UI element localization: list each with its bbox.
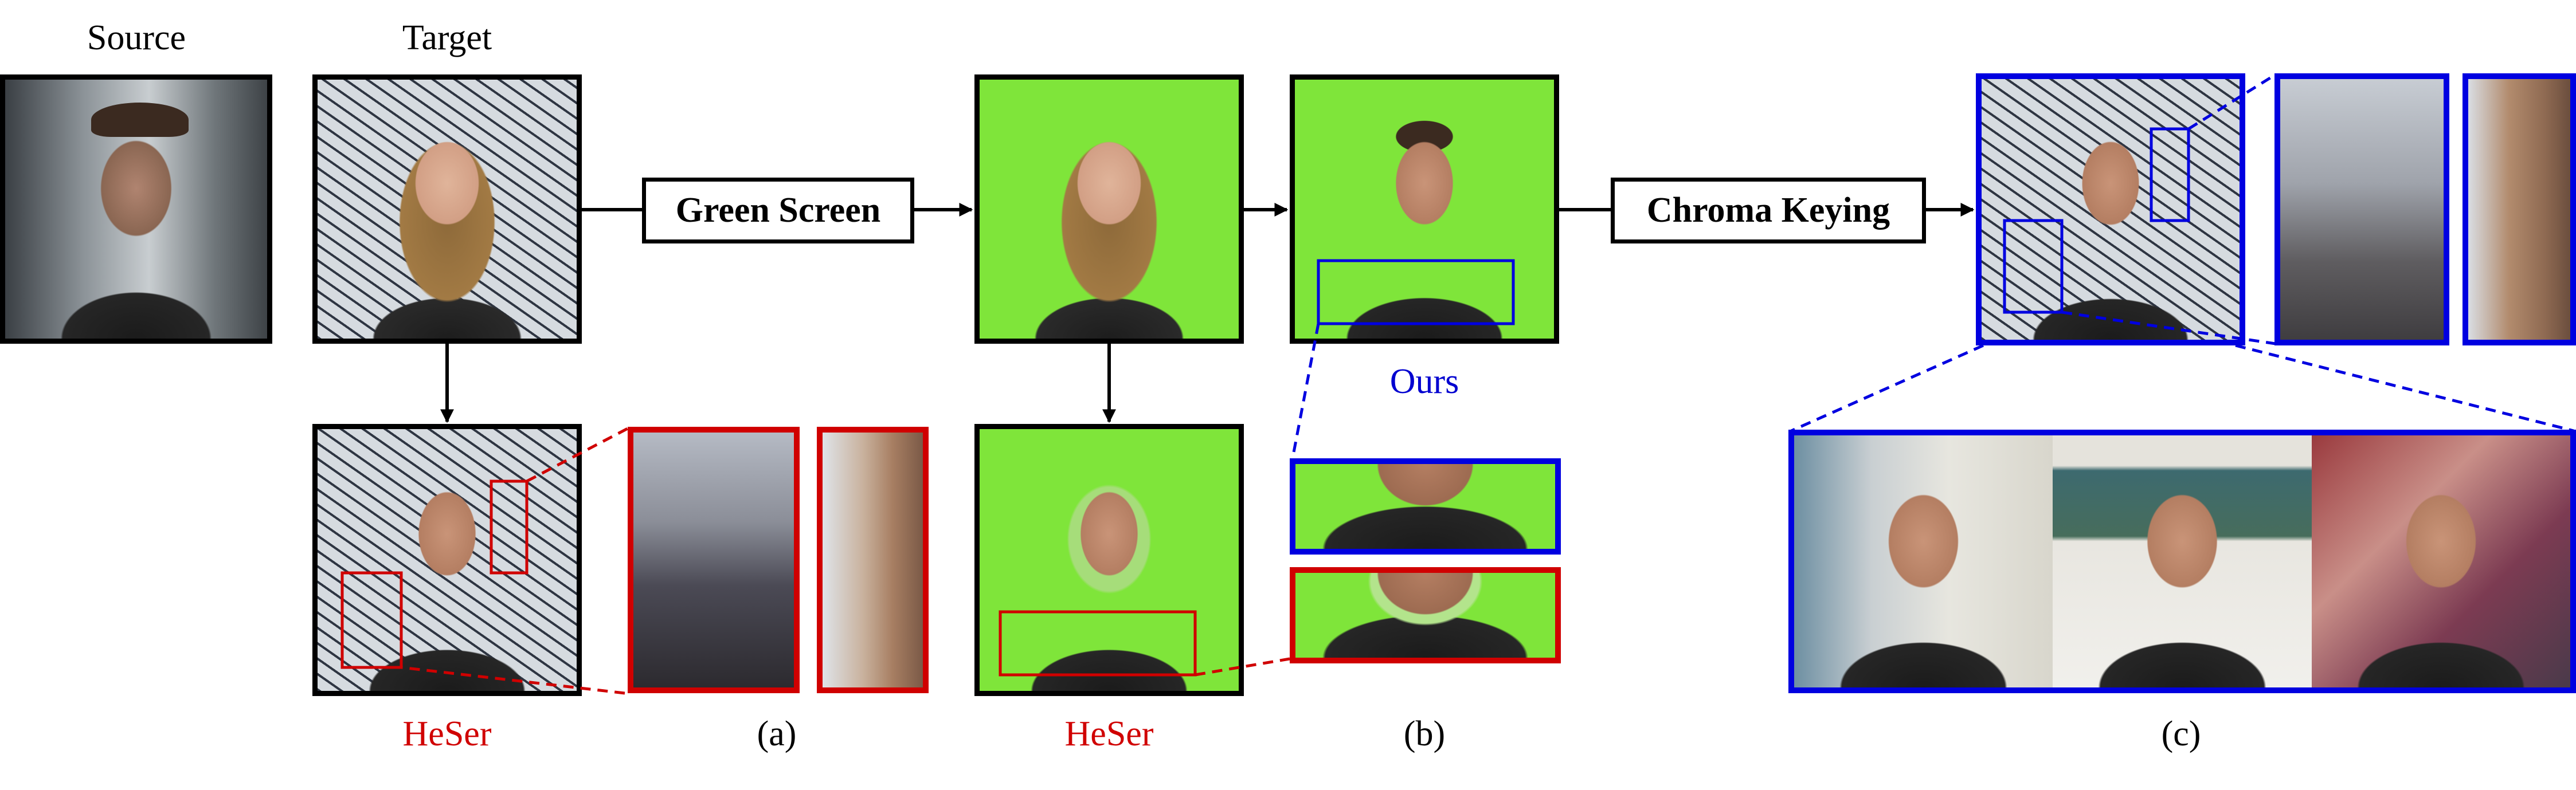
ours-zoom-crop-2 [2463, 73, 2576, 345]
chroma-keying-box: Chroma Keying [1611, 178, 1926, 243]
ours-crop-box [1317, 259, 1515, 325]
chroma-crop-box-2 [2003, 219, 2064, 314]
heser-a-zoom-line-1 [526, 427, 629, 483]
green-screen-target-image [974, 74, 1244, 344]
ours-zoom-strip [1290, 458, 1561, 555]
heser-zoom-crop-1 [628, 427, 800, 693]
target-image [312, 74, 582, 344]
heser-target-result-image [312, 424, 582, 696]
green-screen-box-label: Green Screen [675, 191, 881, 230]
heser-label-b: HeSer [1064, 714, 1154, 753]
subfigure-c-label: (c) [2161, 714, 2201, 753]
composite-variant-2 [2053, 435, 2312, 687]
composite-zoom-line-right [2235, 344, 2574, 433]
chroma-zoom-line-2 [2061, 311, 2276, 345]
heser-a-crop-box-1 [490, 479, 528, 575]
ours-zoom-line [1291, 323, 1320, 459]
source-label: Source [87, 18, 186, 57]
ours-green-result-image [1290, 74, 1559, 344]
source-image [0, 74, 272, 344]
subfigure-a-label: (a) [757, 714, 797, 753]
green-screen-box: Green Screen [642, 178, 914, 243]
heser-b-zoom-line [1195, 657, 1290, 677]
chroma-zoom-line-1 [2187, 73, 2277, 131]
heser-zoom-strip [1290, 567, 1561, 663]
face-shape [91, 103, 189, 137]
composite-variant-1 [1794, 435, 2053, 687]
heser-a-crop-box-2 [340, 571, 403, 669]
composite-zoom-line-left [1790, 344, 1984, 433]
target-label: Target [402, 18, 492, 57]
heser-label-a: HeSer [402, 714, 492, 753]
chroma-crop-box-1 [2150, 127, 2190, 222]
heser-b-crop-box [999, 610, 1197, 677]
background-swap-composite [1788, 430, 2576, 693]
ours-zoom-crop-1 [2274, 73, 2449, 345]
heser-a-zoom-line-2 [401, 666, 625, 695]
composite-variant-3 [2311, 435, 2570, 687]
ours-label: Ours [1389, 362, 1459, 401]
subfigure-b-label: (b) [1403, 714, 1446, 753]
chroma-keying-box-label: Chroma Keying [1646, 191, 1890, 230]
heser-zoom-crop-2 [817, 427, 929, 693]
